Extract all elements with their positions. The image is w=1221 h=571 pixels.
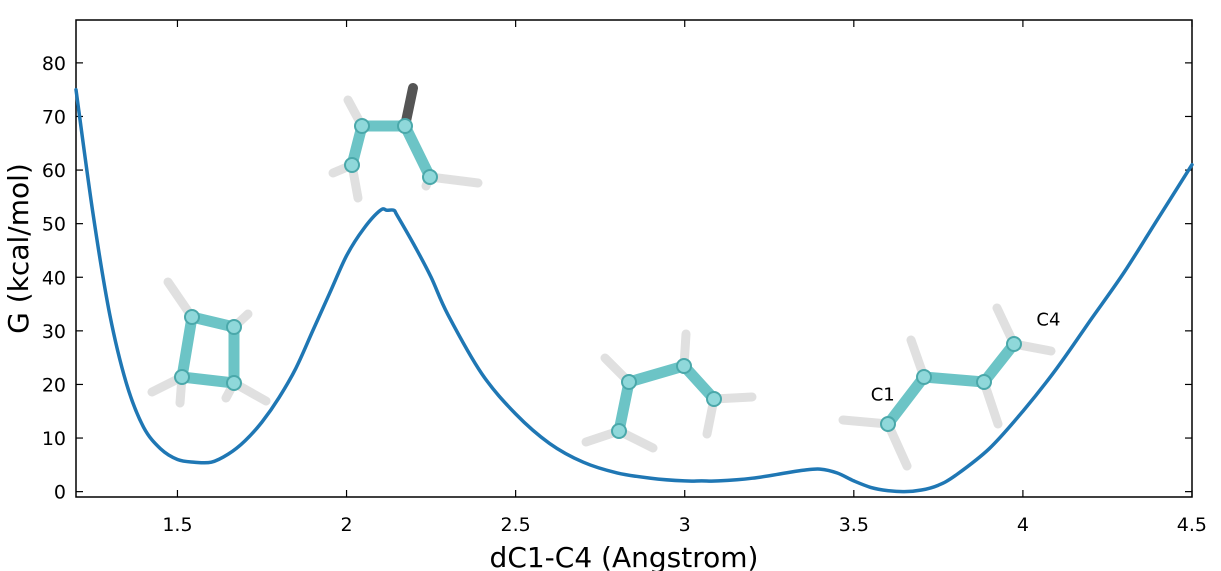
s-trans-butadiene-molecule: [838, 303, 1056, 471]
x-axis-label: dC1-C4 (Angstrom): [490, 541, 759, 571]
y-tick-label: 40: [42, 267, 66, 289]
y-tick-label: 20: [42, 374, 66, 396]
transition-state-molecule: [328, 83, 483, 203]
plot-frame: [75, 19, 1193, 498]
atom-label: C4: [1036, 309, 1060, 330]
x-tick-label: 4: [1017, 514, 1029, 536]
x-tick-label: 3: [679, 514, 691, 536]
tick-labels: 1.5 2 2.5 3 3.5 4 4.5 0 10 20 30 40 50 60 70 80: [42, 53, 1207, 536]
atom-label: C1: [871, 385, 895, 406]
y-tick-label: 50: [42, 214, 66, 236]
x-tick-label: 2: [340, 514, 352, 536]
atom-labels: C1 C4: [871, 309, 1061, 405]
free-energy-curve: [74, 87, 1194, 494]
axis-ticks: [76, 20, 1193, 497]
y-tick-label: 70: [42, 106, 66, 128]
x-tick-label: 1.5: [162, 514, 192, 536]
y-tick-label: 80: [42, 53, 66, 75]
cyclobutene-molecule: [147, 277, 271, 408]
y-tick-label: 10: [42, 428, 66, 450]
molecule-illustrations: [147, 83, 1056, 471]
y-tick-label: 60: [42, 160, 66, 182]
x-tick-label: 3.5: [839, 514, 869, 536]
y-tick-label: 30: [42, 321, 66, 343]
x-tick-label: 2.5: [501, 514, 531, 536]
s-cis-butadiene-molecule: [581, 329, 757, 453]
x-tick-label: 4.5: [1177, 514, 1207, 536]
y-tick-label: 0: [54, 482, 66, 504]
y-axis-label: G (kcal/mol): [2, 163, 35, 334]
